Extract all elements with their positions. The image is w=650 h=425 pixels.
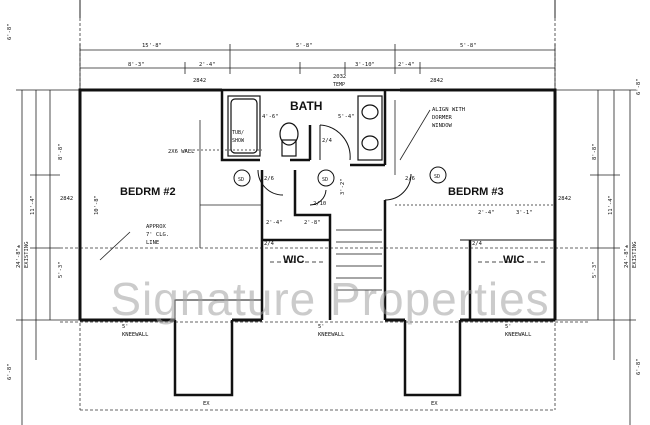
dim-left-top: 6'-8" bbox=[7, 23, 13, 40]
top-dimensions bbox=[79, 44, 556, 90]
win-2842-d: 2842 bbox=[558, 196, 571, 202]
misc-lines bbox=[99, 100, 555, 261]
labels: BATH BEDRM #2 BEDRM #3 WIC WIC TUB/ SHOW… bbox=[7, 23, 642, 407]
bath-walls bbox=[220, 90, 387, 167]
existing-left-1: 24'-8"± bbox=[16, 244, 22, 268]
tub-label-2: SHOW bbox=[232, 138, 245, 144]
ex-right: EX bbox=[431, 401, 438, 407]
note-align-1: ALIGN WITH bbox=[432, 107, 465, 113]
room-label-wic-right: WIC bbox=[503, 254, 524, 266]
win-2842-c: 2842 bbox=[60, 196, 73, 202]
existing-right-2: EXISTING bbox=[632, 242, 638, 269]
room-label-bedrm3: BEDRM #3 bbox=[448, 186, 504, 198]
dim-top-left: 15'-8" bbox=[142, 43, 162, 49]
kneewall-right-1: 5' bbox=[505, 324, 512, 330]
dim-stair-w: 3'-2" bbox=[340, 178, 346, 195]
note-clg-2: 7' CLG. bbox=[146, 232, 169, 238]
existing-right-1: 24'-8"± bbox=[624, 244, 630, 268]
dim-bottom-right: 6'-8" bbox=[636, 358, 642, 375]
dim-bath-w: 4'-6" bbox=[262, 114, 279, 120]
win-2032: 2032 bbox=[333, 74, 346, 80]
dim-top-sub-d: 2'-4" bbox=[398, 62, 415, 68]
top-border bbox=[79, 0, 556, 18]
room-label-wic-left: WIC bbox=[283, 254, 304, 266]
dim-wic-l-a: 2'-4" bbox=[266, 220, 283, 226]
ex-left: EX bbox=[203, 401, 210, 407]
vanity bbox=[357, 95, 383, 161]
door-swings bbox=[257, 124, 412, 206]
dormer-right bbox=[403, 320, 462, 397]
dim-left-c: 5'-3" bbox=[58, 261, 64, 278]
dim-right-b: 11'-4" bbox=[608, 195, 614, 215]
dim-left-b: 11'-4" bbox=[30, 195, 36, 215]
kneewall-mid-1: 5' bbox=[318, 324, 325, 330]
toilet bbox=[279, 122, 299, 157]
win-2842-b: 2842 bbox=[430, 78, 443, 84]
dim-wic-l-b: 2'-8" bbox=[304, 220, 321, 226]
right-dimensions bbox=[555, 89, 636, 425]
dim-top-mid: 5'-8" bbox=[296, 43, 313, 49]
win-2032-note: TEMP bbox=[333, 82, 345, 88]
tub-shower bbox=[227, 95, 261, 157]
dim-left-a: 8'-8" bbox=[58, 143, 64, 160]
kneewall-left-1: 5' bbox=[122, 324, 129, 330]
dim-top-sub-c: 3'-10" bbox=[355, 62, 375, 68]
dim-door-26b: 2/6 bbox=[405, 176, 415, 182]
dim-door-24c: 2/4 bbox=[472, 241, 483, 247]
win-2842-a: 2842 bbox=[193, 78, 206, 84]
dim-top-sub-a: 8'-3" bbox=[128, 62, 145, 68]
sd-3: SD bbox=[434, 174, 440, 180]
note-clg-1: APPROX bbox=[146, 224, 167, 230]
sd-2: SD bbox=[322, 177, 328, 183]
note-2x6-wall: 2X6 WALL bbox=[168, 149, 195, 155]
room-label-bedrm2: BEDRM #2 bbox=[120, 186, 176, 198]
kneewall-right-2: KNEEWALL bbox=[505, 332, 532, 338]
dim-right-top: 6'-8" bbox=[636, 78, 642, 95]
dormer-left bbox=[173, 320, 234, 397]
stair bbox=[336, 229, 382, 291]
smoke-detectors bbox=[233, 166, 447, 187]
left-dimensions bbox=[16, 89, 80, 425]
note-clg-3: LINE bbox=[146, 240, 159, 246]
kneewall-mid-2: KNEEWALL bbox=[318, 332, 345, 338]
dim-door-24a: 2/4 bbox=[322, 138, 333, 144]
kneewall-left-2: KNEEWALL bbox=[122, 332, 149, 338]
exterior-walls bbox=[78, 88, 557, 322]
dim-wic-r-b: 3'-1" bbox=[516, 210, 533, 216]
note-align-2: DORMER bbox=[432, 115, 453, 121]
dim-right-a: 8'-8" bbox=[592, 143, 598, 160]
room-label-bath: BATH bbox=[290, 99, 322, 113]
existing-left-2: EXISTING bbox=[24, 242, 30, 269]
dim-top-sub-b: 2'-4" bbox=[199, 62, 216, 68]
dim-top-right: 5'-8" bbox=[460, 43, 477, 49]
dim-bath-v: 5'-4" bbox=[338, 114, 355, 120]
dim-door-210: 2/10 bbox=[313, 201, 326, 207]
dim-wic-r-a: 2'-4" bbox=[478, 210, 495, 216]
dim-bedrm2-v: 10'-8" bbox=[94, 195, 100, 215]
dim-door-26a: 2/6 bbox=[264, 176, 274, 182]
tub-label: TUB/ bbox=[232, 130, 244, 136]
note-align-3: WINDOW bbox=[432, 123, 453, 129]
dim-right-c: 5'-3" bbox=[592, 261, 598, 278]
dim-door-24b: 2/4 bbox=[264, 241, 275, 247]
dim-bottom-left: 6'-8" bbox=[7, 363, 13, 380]
sd-1: SD bbox=[238, 177, 244, 183]
